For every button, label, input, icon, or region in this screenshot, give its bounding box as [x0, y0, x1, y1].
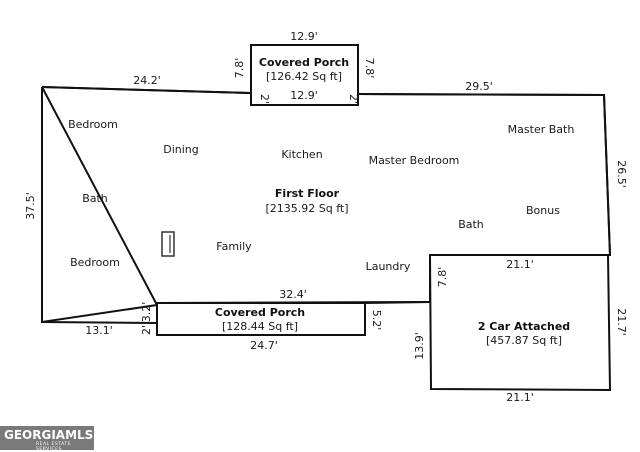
floor-dim-right: 26.5'	[615, 160, 628, 188]
first-floor-wall-top-right	[357, 93, 605, 96]
first-floor-wall-top-left	[41, 86, 251, 94]
porch-bottom-title: Covered Porch	[215, 306, 305, 319]
covered-porch-bottom-box	[156, 302, 366, 336]
garage-dim-left-upper: 7.8'	[436, 267, 449, 288]
porch-bottom-dim-left: 3.2'	[140, 302, 153, 323]
room-master-bath: Master Bath	[508, 123, 575, 136]
room-bath-1: Bath	[82, 192, 108, 205]
watermark-brand: GEORGIAMLS	[4, 428, 94, 442]
room-bedroom-2: Bedroom	[70, 256, 120, 269]
room-master-bedroom: Master Bedroom	[369, 154, 460, 167]
room-family: Family	[216, 240, 252, 253]
room-laundry: Laundry	[366, 260, 411, 273]
garage-box	[428, 254, 612, 392]
watermark-subtitle: REAL ESTATE SERVICES	[36, 442, 71, 452]
floor-dim-bottom-mid: 32.4'	[279, 288, 307, 301]
first-floor-wall-bottom-left	[41, 321, 158, 324]
porch-top-dim-top: 12.9'	[290, 30, 318, 43]
first-floor-wall-right	[603, 94, 611, 256]
porch-top-dim-left-small: 2'	[258, 94, 271, 104]
garage-title: 2 Car Attached	[478, 320, 570, 333]
floor-dim-left: 37.5'	[24, 192, 37, 220]
porch-top-dim-right: 7.8'	[363, 58, 376, 79]
porch-bottom-dim-bottom: 24.7'	[250, 339, 278, 352]
porch-top-dim-left: 7.8'	[233, 58, 246, 79]
room-dining: Dining	[163, 143, 199, 156]
porch-top-area: [126.42 Sq ft]	[266, 70, 342, 83]
porch-bottom-dim-left-small: 2'	[140, 325, 153, 335]
room-kitchen: Kitchen	[281, 148, 322, 161]
garage-dim-bottom: 21.1'	[506, 391, 534, 404]
garage-dim-top: 21.1'	[506, 258, 534, 271]
garage-dim-right: 21.7'	[615, 308, 628, 336]
porch-top-title: Covered Porch	[259, 56, 349, 69]
floor-dim-top-right: 29.5'	[465, 80, 493, 93]
fireplace-icon	[161, 231, 175, 257]
floor-dim-top-left: 24.2'	[133, 74, 161, 87]
garage-area: [457.87 Sq ft]	[486, 334, 562, 347]
first-floor-area: [2135.92 Sq ft]	[265, 202, 348, 215]
room-bath-2: Bath	[458, 218, 484, 231]
first-floor-title: First Floor	[275, 187, 340, 200]
room-bonus: Bonus	[526, 204, 560, 217]
porch-bottom-dim-right: 5.2'	[370, 310, 383, 331]
covered-porch-top-box	[250, 44, 359, 106]
floor-dim-bottom-left: 13.1'	[85, 324, 113, 337]
room-bedroom-1: Bedroom	[68, 118, 118, 131]
porch-bottom-area: [128.44 Sq ft]	[222, 320, 298, 333]
watermark-logo: GEORGIAMLS REAL ESTATE SERVICES	[0, 426, 94, 452]
porch-top-dim-right-small: 2'	[347, 94, 360, 104]
garage-dim-left-lower: 13.9'	[413, 332, 426, 360]
porch-top-dim-bottom: 12.9'	[290, 89, 318, 102]
